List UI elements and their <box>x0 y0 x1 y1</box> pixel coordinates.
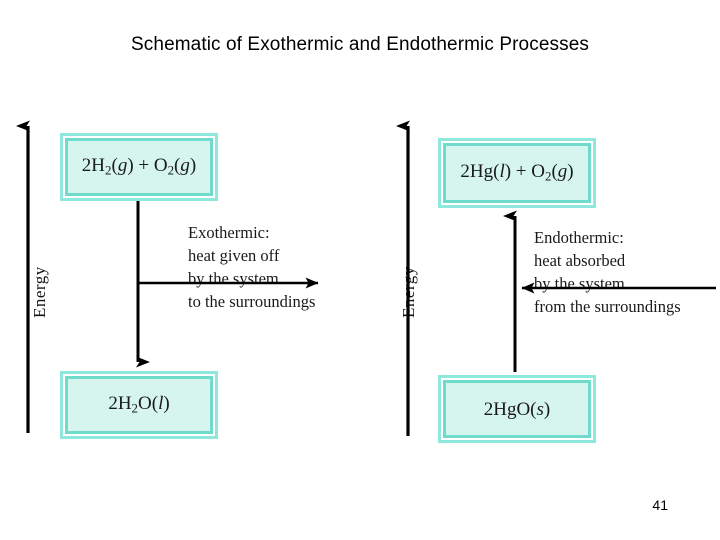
caption-line: Endothermic: <box>534 228 624 247</box>
box-outer-ring: 2HgO(s) <box>441 378 593 440</box>
box-fill: 2H2O(l) <box>68 379 210 431</box>
species-box-reactants-endothermic: 2HgO(s) <box>438 375 596 443</box>
caption-line: Exothermic: <box>188 223 270 242</box>
box-outer-ring: 2H2O(l) <box>63 374 215 436</box>
energy-axis-label-right: Energy <box>399 266 418 318</box>
page-title: Schematic of Exothermic and Endothermic … <box>131 34 589 55</box>
box-outer-ring: 2Hg(l) + O2(g) <box>441 141 593 205</box>
caption-endothermic: Endothermic: heat absorbed by the system… <box>534 226 681 318</box>
caption-line: heat absorbed <box>534 251 626 270</box>
species-box-products-exothermic: 2H2O(l) <box>60 371 218 439</box>
caption-line: from the surroundings <box>534 297 681 316</box>
box-inner-ring: 2H2(g) + O2(g) <box>65 138 213 196</box>
page-number: 41 <box>652 497 668 513</box>
caption-line: heat given off <box>188 246 280 265</box>
formula-products-endothermic: 2Hg(l) + O2(g) <box>460 161 574 184</box>
box-inner-ring: 2H2O(l) <box>65 376 213 434</box>
box-fill: 2Hg(l) + O2(g) <box>446 146 588 200</box>
formula-reactants-endothermic: 2HgO(s) <box>483 398 551 420</box>
box-fill: 2HgO(s) <box>446 383 588 435</box>
box-inner-ring: 2Hg(l) + O2(g) <box>443 143 591 203</box>
species-box-reactants-exothermic: 2H2(g) + O2(g) <box>60 133 218 201</box>
species-box-products-endothermic: 2Hg(l) + O2(g) <box>438 138 596 208</box>
caption-exothermic: Exothermic: heat given off by the system… <box>188 221 315 313</box>
box-fill: 2H2(g) + O2(g) <box>68 141 210 193</box>
caption-line: by the system <box>534 274 625 293</box>
caption-line: by the system <box>188 269 279 288</box>
formula-products-exothermic: 2H2O(l) <box>108 393 170 416</box>
box-outer-ring: 2H2(g) + O2(g) <box>63 136 215 198</box>
energy-axis-label-left: Energy <box>30 266 49 318</box>
caption-line: to the surroundings <box>188 292 316 311</box>
box-inner-ring: 2HgO(s) <box>443 380 591 438</box>
formula-reactants-exothermic: 2H2(g) + O2(g) <box>81 155 197 178</box>
